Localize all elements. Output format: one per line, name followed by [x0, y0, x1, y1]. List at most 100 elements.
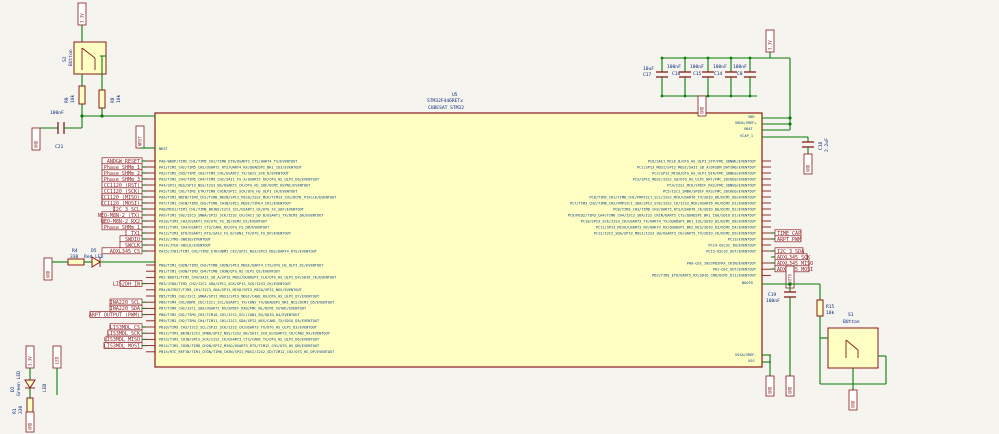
mcu-left-pin: PB1/TIM1_CH3N/TIM3_CH4/TIM8_CH3N/OTG_HS_… [159, 270, 281, 274]
left-signal-label[interactable]: ADXL345 CS [101, 247, 143, 255]
resistor-r8[interactable] [98, 89, 106, 109]
left-signal-label-text: SWDIO [125, 237, 140, 243]
mcu-left-pin: PA2/TIM2_CH3/TIM5_CH3/TIM9_CH1/USART2_TX… [159, 171, 290, 175]
r9-ref: R9 [64, 97, 70, 103]
r1-ref: R1 [12, 408, 18, 414]
mcu-left-pin: PA15/JTDI/TIM2_CH1/TIM2_ETR/HDMI_CEC/SPI… [159, 249, 318, 253]
switch-s2[interactable] [73, 41, 107, 75]
mcu-left-pin: PB4/NJTRST/TIM3_CH1/I2C3_SDA/SPI1_MISO/S… [159, 288, 303, 292]
left-signal-label-text: Phase SHMm 2 [104, 171, 140, 177]
mcu-left-pin: PA7/TIM1_CH1N/TIM3_CH2/TIM8_CH1N/SPI1_MO… [159, 201, 292, 205]
gnd-flag-vss[interactable] [765, 375, 775, 397]
d2-ref: D2 [10, 386, 16, 392]
mcu-pin-boot0: BOOT0 [742, 281, 753, 285]
mcu-right-pin: PC1/SPI3_MOSI/SPI2_MOSI/SAI1_SD_A/DFSDM_… [637, 165, 757, 169]
mcu-right-pin: PH0-OSC_IN/SPDIFRX_CKIN/EVENTOUT [687, 261, 757, 265]
mcu-left-pin: PA14/JTCK-SWCLK/EVENTOUT [159, 243, 212, 247]
left-signal-label-b[interactable]: LIS3MDL MOSI [103, 342, 143, 349]
resistor-r1[interactable] [26, 397, 34, 413]
left-signal-label-text: Phase SHMm 1 [104, 225, 140, 231]
right-signal-label[interactable]: ARPT PWM [774, 235, 802, 243]
mcu-pin-vdda: VDDA/VREF+ [735, 121, 757, 125]
mcu-left-pin: PA8/MCO1/TIM1_CH1/TIM8_BKIN2/I2C3_SCL/US… [159, 207, 305, 211]
gnd-flag-vss-label: GND [768, 386, 773, 394]
mcu-left-pin: PA5/TIM2_CH1/TIM2_ETR/TIM8_CH1N/SPI1_SCK… [159, 189, 298, 193]
mcu-right-pin: PC8/TIM3_CH3/TIM8_CH3/UART5_RTS/USART6_C… [613, 207, 757, 211]
gnd-flag-led[interactable] [43, 257, 53, 281]
gnd-flag-caps[interactable] [697, 95, 707, 117]
green-led-circuit: 3.3V D2 Green LED R1 330 GND LED LED [10, 345, 62, 433]
mcu-pin-vss: VSS [748, 359, 755, 363]
resistor-r15[interactable] [816, 299, 824, 317]
mcu-pin-vbat: VBAT [744, 127, 753, 131]
nrst-flag-label: NRST [138, 136, 143, 146]
left-signal-label-text: CC1120 (MOSI) [101, 201, 140, 207]
gnd-flag-c19[interactable] [785, 375, 795, 397]
left-signal-label-text: NEO-M8N-2 RX2 [101, 219, 140, 225]
gnd-flag-led-label: GND [46, 270, 51, 278]
mcu-left-pin: PA10/TIM1_CH3/USART1_RX/OTG_FS_ID/DCMI_D… [159, 219, 268, 223]
reset-circuit: 3.3V S2 BUtton R9 10k R8 10k 100nF C21 [31, 2, 155, 151]
mcu-footprint: CUBESAT STM32 [428, 105, 464, 111]
left-signal-label-b-text: INA220 SDA [110, 306, 140, 312]
resistor-r9[interactable] [78, 85, 86, 105]
boot0-flag-label: BOOT0 [788, 273, 793, 286]
left-signal-label-b-text: LIS3MDL CS [110, 325, 140, 331]
led-net-text: LED [42, 383, 48, 392]
led-d2[interactable] [24, 379, 36, 389]
d2-value: Green LED [16, 371, 22, 396]
mcu-pin-vdd: VDD [748, 115, 755, 119]
right-signal-label-text: ADXL345 MOSI [777, 267, 813, 273]
left-signal-label-text: Phase SHMm 1 [104, 165, 140, 171]
r4-ref: R4 [72, 248, 78, 254]
mcu-right-pin: PC14-OSC32_IN/EVENTOUT [708, 243, 756, 247]
s1-ref: S1 [848, 312, 854, 318]
left-signal-label-b[interactable]: ARPT OUTPUT (PWM) [89, 311, 143, 318]
mcu-pin-vcap: VCAP_1 [740, 134, 753, 138]
left-signal-label-text: CC1120 (SCK) [104, 189, 140, 195]
left-signal-label-b-text: LIS3MDL SCK [107, 331, 140, 337]
mcu-right-pin: PC3/SPI2_MOSI/I2S2_SD/OTG_HS_ULPI_NXT/FM… [633, 177, 757, 181]
r15-value: 10k [826, 310, 835, 316]
mcu-right-pin: PC4/I2S1_MCK/SPDIF_RX2/FMC_SDNE0/EVENTOU… [667, 183, 757, 187]
left-signal-label-text: NEO-M8N-2 (TX) [98, 213, 140, 219]
c19-value: 100nF [766, 298, 780, 304]
mcu-left-pin: PB3/JTDO/TIM2_CH2/I2C2_SDA/SPI1_SCK/SPI3… [159, 282, 292, 286]
s2-ref: S2 [62, 56, 68, 62]
c18-value: 2.2uF [824, 138, 830, 152]
switch-s1[interactable] [827, 327, 879, 369]
vcap-c18: GND C18 2.2uF [762, 136, 830, 175]
c19-ref: C19 [768, 292, 777, 298]
r8-value: 10k [116, 94, 122, 103]
mcu-left-pin: PB15/RTC_REFIN/TIM1_CH3N/TIM8_CH3N/SPI2_… [159, 350, 335, 354]
d5-value: Red LED [84, 254, 104, 260]
gnd-flag-r1[interactable] [25, 411, 35, 433]
left-signal-label-text: ADXL345 CS [110, 249, 140, 255]
left-signal-label-b-text: ARPT OUTPUT (PWM) [89, 312, 140, 318]
mcu-left-pin: PB10/TIM2_CH3/I2C2_SCL/SPI2_SCK/I2S2_CK/… [159, 325, 318, 329]
left-signal-label-text: I2C 3 SCL [113, 207, 140, 213]
led-d5[interactable] [91, 256, 101, 268]
gnd-flag-c21[interactable] [31, 127, 41, 151]
left-signal-label-text: CC1120 (MISO) [101, 195, 140, 201]
gnd-flag-s1[interactable] [848, 389, 858, 411]
mcu-right-pins: PC0/SAI1_MCLK_B/OTG_HS_ULPI_STP/FMC_SDNW… [568, 159, 757, 277]
gnd-flag-c18[interactable] [803, 153, 813, 175]
right-signal-label-text: ARPT PWM [777, 237, 801, 243]
r15-ref: R15 [826, 304, 835, 310]
v33-flag-reset-label: 3.3V [80, 13, 85, 23]
left-signal-label-b[interactable]: LIS2DH IN [113, 280, 143, 287]
left-signal-label-b-text: LIS3MDL MISO [104, 337, 140, 343]
left-signal-label-text: SWCLK [125, 243, 140, 249]
right-signal-label-text: I2C 3 SDA [777, 249, 804, 255]
mcu-left-pin: PB6/TIM4_CH1/HDMI_CEC/I2C1_SCL/USART1_TX… [159, 301, 335, 305]
c17-ref: C17 [643, 72, 652, 78]
c16-ref: C16 [672, 71, 681, 77]
mcu-u5[interactable]: U5 STM32F446RETx CUBESAT STM32 NRST PA0-… [154, 92, 763, 368]
mcu-left-pin: PA11/TIM1_CH4/USART1_CTS/CAN1_RX/OTG_FS_… [159, 225, 270, 229]
red-led-circuit: GND R4 330 D5 Red LED [43, 248, 155, 281]
s1-value: BUtton [843, 319, 860, 325]
